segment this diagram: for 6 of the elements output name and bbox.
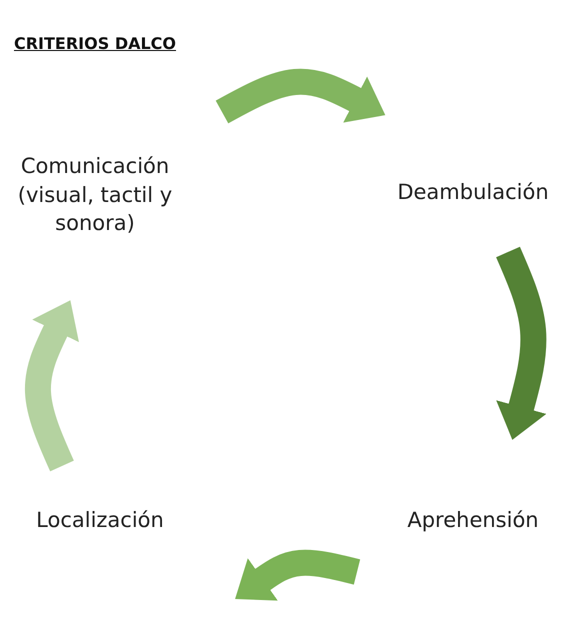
title: CRITERIOS DALCO [12,34,178,53]
node-label: Comunicación (visual, tactil y sonora) [0,140,190,250]
node-label: Aprehensión [378,498,568,542]
node-label: Deambulación [378,170,568,214]
node-label: Localización [10,498,190,542]
curved-arrow [496,246,546,440]
